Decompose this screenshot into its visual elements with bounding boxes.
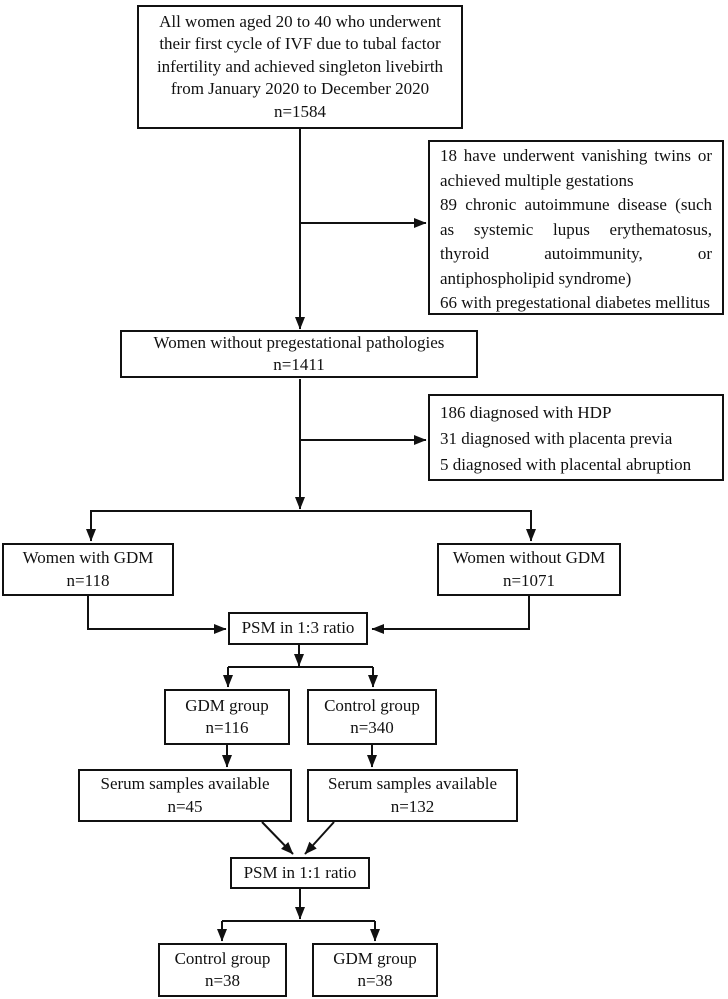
exclusion-1-item: 18 have underwent vanishing twins or ach… [440,146,712,190]
box-serum-gdm: Serum samples available n=45 [78,769,292,822]
arrow-serum-control-to-psm11 [304,821,335,855]
box-control-group: Control group n=340 [307,689,437,745]
box-without-gdm: Women without GDM n=1071 [437,543,621,596]
arrow-without-gdm-to-psm13 [371,596,530,634]
box-eligible-text: All women aged 20 to 40 who underwent th… [156,11,444,99]
box-final-control: Control group n=38 [158,943,287,997]
exclusion-2-item: 31 diagnosed with placenta previa [440,429,673,448]
box-gdm-group: GDM group n=116 [164,689,290,745]
exclusion-2-item: 186 diagnosed with HDP [440,403,612,422]
box-no-pregestational-n: n=1411 [273,355,325,374]
box-no-pregestational-text: Women without pregestational pathologies [153,332,445,352]
box-without-gdm-text: Women without GDM [452,548,606,568]
box-psm-1-1: PSM in 1:1 ratio [230,857,370,889]
box-control-group-text: Control group [324,695,420,715]
box-serum-control: Serum samples available n=132 [307,769,518,822]
box-with-gdm-text: Women with GDM [22,548,154,568]
arrow-with-gdm-to-psm13 [87,596,227,634]
box-final-gdm-text: GDM group [333,948,417,968]
box-serum-gdm-n: n=45 [167,796,203,816]
box-psm-1-3-text: PSM in 1:3 ratio [241,618,355,638]
box-with-gdm-n: n=118 [66,570,110,590]
box-eligible-n: n=1584 [273,101,327,121]
box-serum-control-n: n=132 [390,796,435,816]
arrow-serum-gdm-to-psm11 [261,821,294,855]
exclusion-1-item: 66 with pregestational diabetes mellitus [440,293,711,312]
exclusion-2-item: 5 diagnosed with placental abruption [440,455,692,474]
box-final-control-text: Control group [174,948,271,968]
box-gdm-group-n: n=116 [205,718,249,737]
box-with-gdm: Women with GDM n=118 [2,543,174,596]
box-serum-gdm-text: Serum samples available [100,774,270,794]
box-final-control-n: n=38 [204,971,241,990]
box-without-gdm-n: n=1071 [502,570,556,590]
box-gdm-group-text: GDM group [185,695,269,715]
box-eligible: All women aged 20 to 40 who underwent th… [137,5,463,129]
box-no-pregestational: Women without pregestational pathologies… [120,330,478,378]
box-exclusion-2: 186 diagnosed with HDP 31 diagnosed with… [428,394,724,481]
box-serum-control-text: Serum samples available [327,774,497,794]
box-final-gdm: GDM group n=38 [312,943,438,997]
box-psm-1-1-text: PSM in 1:1 ratio [243,862,357,882]
box-final-gdm-n: n=38 [357,971,393,990]
box-control-group-n: n=340 [350,718,394,737]
box-exclusion-1: 18 have underwent vanishing twins or ach… [428,140,724,315]
box-psm-1-3: PSM in 1:3 ratio [228,612,368,645]
exclusion-1-item: 89 chronic autoimmune disease (such as s… [440,195,712,288]
